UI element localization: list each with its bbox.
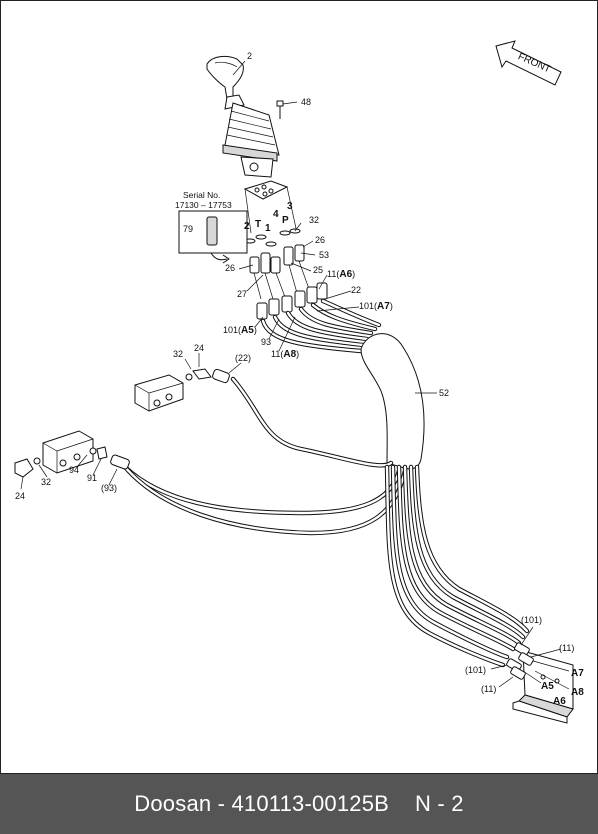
label-48: 48 — [301, 97, 311, 107]
serial-inset — [178, 210, 248, 264]
label-2: 2 — [247, 51, 252, 61]
label-101-a7: 101(A7) — [359, 301, 393, 312]
label-27: 27 — [237, 289, 247, 299]
label-22b: (22) — [235, 353, 251, 363]
footer-page: N - 2 — [415, 791, 464, 816]
label-101d: (101) — [465, 665, 486, 675]
footer-brand: Doosan — [134, 791, 212, 816]
label-26b: 26 — [225, 263, 235, 273]
joystick-icon — [206, 55, 280, 178]
label-P: P — [282, 215, 289, 226]
label-32c: 32 — [41, 477, 51, 487]
hose-bundle-lower — [384, 464, 530, 668]
hose-bundle-upper — [260, 298, 382, 354]
label-11-a8: 11(A8) — [271, 349, 299, 360]
label-11c: (11) — [559, 643, 574, 653]
label-94: 94 — [69, 465, 79, 475]
label-1: 1 — [265, 223, 271, 234]
label-4: 4 — [273, 209, 279, 220]
valve-block-upper-icon — [134, 368, 230, 412]
hose-left-lower — [122, 464, 408, 536]
label-24b: 24 — [15, 491, 25, 501]
valve-plate-icon — [243, 180, 298, 234]
label-91: 91 — [87, 473, 97, 483]
footer-bar: Doosan - 410113-00125B N - 2 — [0, 774, 598, 834]
label-A5: A5 — [541, 681, 554, 692]
hose-end-fittings-icon — [256, 282, 328, 320]
label-93b: (93) — [101, 483, 117, 493]
label-22a: 22 — [351, 285, 361, 295]
port-fittings-icon — [244, 228, 310, 300]
hydraulic-joystick-diagram: FRONT — [14, 40, 584, 724]
label-2b: 2 — [244, 221, 250, 232]
bracket-fittings-icon — [506, 642, 534, 680]
label-52: 52 — [439, 388, 449, 398]
label-3: 3 — [287, 201, 293, 212]
diagram-frame: FRONT — [0, 0, 598, 774]
label-25: 25 — [313, 265, 323, 275]
label-24a: 24 — [194, 343, 204, 353]
label-93: 93 — [261, 337, 271, 347]
serial-note-range: 17130 – 17753 — [175, 200, 232, 210]
label-T: T — [255, 219, 261, 230]
label-26a: 26 — [315, 235, 325, 245]
label-32a: 32 — [309, 215, 319, 225]
label-79: 79 — [183, 224, 193, 234]
label-101c: (101) — [521, 615, 542, 625]
front-arrow-icon: FRONT — [495, 40, 562, 86]
leader-lines — [20, 60, 570, 690]
label-11d: (11) — [481, 684, 496, 694]
screw-48-icon — [276, 100, 298, 119]
label-53: 53 — [319, 250, 329, 260]
label-A6: A6 — [553, 696, 566, 707]
serial-note-title: Serial No. — [183, 190, 220, 200]
footer-part-number: 410113-00125B — [231, 791, 390, 816]
label-A7: A7 — [571, 668, 584, 679]
label-32b: 32 — [173, 349, 183, 359]
bracket-icon — [512, 650, 574, 724]
label-A8: A8 — [571, 687, 584, 698]
hose-sleeve-icon — [360, 333, 425, 470]
hose-left-upper — [230, 376, 394, 468]
label-11-a6: 11(A6) — [327, 269, 355, 280]
label-101-a5: 101(A5) — [223, 325, 257, 336]
